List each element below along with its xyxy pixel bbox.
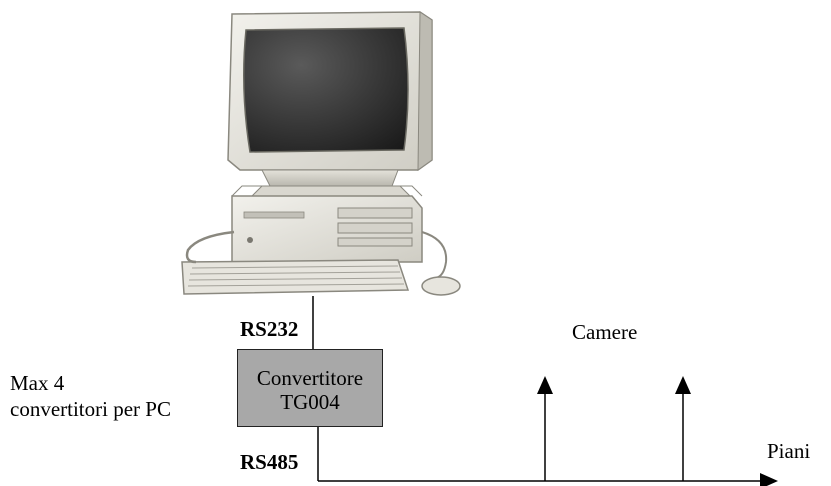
camere-label: Camere [572, 320, 638, 344]
arrow-up-icon [537, 376, 553, 394]
rs485-label: RS485 [240, 450, 299, 474]
max-converters-line1: Max 4 [10, 371, 65, 395]
rs232-label: RS232 [240, 317, 299, 341]
max-converters-line2: convertitori per PC [10, 397, 171, 421]
piani-label: Piani [767, 439, 811, 463]
arrow-right-icon [760, 473, 778, 486]
desktop-computer-icon [181, 11, 461, 296]
converter-label-line1: Convertitore [256, 366, 364, 390]
converter-box: Convertitore TG004 [237, 349, 383, 427]
converter-label-line2: TG004 [280, 390, 340, 414]
arrow-up-icon [675, 376, 691, 394]
